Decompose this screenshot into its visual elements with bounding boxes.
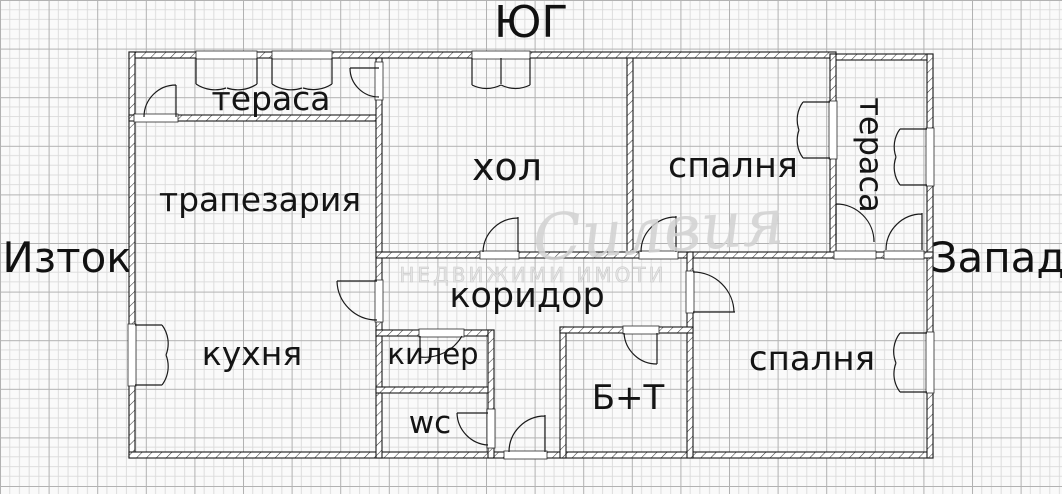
living-terrace-door — [349, 67, 380, 98]
wall-left-exterior — [128, 51, 136, 459]
opening-terrace-right-window — [925, 127, 935, 187]
opening-bedroom-terrace-door — [828, 100, 838, 160]
opening-living-corridor-door — [479, 250, 520, 260]
entrance-door — [508, 415, 546, 453]
bedroom-bottom-window — [893, 332, 927, 393]
label-pantry: килер — [387, 337, 478, 371]
label-wc: wc — [409, 405, 451, 441]
wall-bath-left — [559, 326, 567, 459]
watermark-caption: НЕДВИЖИМИ ИМОТИ — [399, 263, 666, 287]
watermark-signature: Силвия — [530, 185, 786, 276]
terrace-window-1 — [195, 58, 258, 91]
bedroom-top-door — [640, 216, 677, 253]
terrace-left-door — [143, 84, 177, 118]
opening-kitchen-window — [127, 323, 137, 387]
wall-pantry-right — [487, 329, 495, 459]
terrace-door-b — [885, 213, 923, 251]
label-terrace-right: тераса — [852, 97, 890, 212]
terrace-right-window — [893, 128, 927, 186]
wall-pantry-wc-divider — [375, 386, 495, 394]
opening-wc-door — [486, 408, 496, 449]
label-corridor: коридор — [449, 276, 604, 316]
opening-living-double-door — [471, 50, 531, 60]
bath-door — [623, 332, 658, 365]
kitchen-window — [135, 324, 169, 386]
opening-living-terrace-door — [374, 61, 384, 101]
compass-east-label: Изток — [2, 233, 131, 282]
doors-and-windows — [135, 58, 927, 453]
opening-terrace-door-a — [833, 250, 877, 260]
wc-door — [456, 412, 489, 446]
bedroom-terrace-double-door — [796, 101, 830, 159]
terrace-window-2 — [271, 58, 333, 91]
opening-entrance-door — [503, 450, 548, 460]
opening-terrace-door-b — [883, 250, 925, 260]
compass-west-label: Запад — [931, 233, 1062, 282]
label-terrace-top-left: тераса — [211, 79, 330, 118]
label-bedroom-bottom: спалня — [749, 339, 875, 379]
opening-bedroom-bottom-window — [925, 331, 935, 394]
label-kitchen: кухня — [202, 334, 302, 373]
opening-bedroom-top-door — [638, 250, 679, 260]
living-corridor-door — [482, 217, 519, 253]
opening-terrace-window-1 — [195, 50, 258, 60]
opening-terrace-left-door — [133, 113, 179, 123]
bedroom-bottom-door — [692, 271, 735, 313]
compass-south-label: ЮГ — [494, 0, 568, 48]
opening-bedroom-bottom-door — [685, 270, 695, 314]
terrace-door-a — [835, 203, 875, 243]
wall-openings — [127, 50, 935, 460]
opening-terrace-window-2 — [271, 50, 333, 60]
opening-kitchen-door — [374, 279, 384, 323]
living-double-door — [471, 58, 531, 90]
label-dining-room: трапезария — [159, 180, 361, 219]
kitchen-door — [336, 280, 378, 321]
watermark: Силвия НЕДВИЖИМИ ИМОТИ — [399, 185, 787, 287]
pantry-door — [419, 335, 463, 358]
wall-corridor-right — [686, 251, 694, 459]
opening-bath-door — [622, 325, 660, 335]
label-bedroom-top: спалня — [668, 146, 798, 186]
label-living-room: хол — [472, 145, 542, 189]
room-labels: тераса трапезария хол спалня тераса кори… — [159, 79, 890, 441]
label-bath-toilet: Б+Т — [592, 378, 665, 418]
wall-top-terrace-right — [829, 53, 934, 61]
opening-pantry-door — [418, 328, 465, 338]
